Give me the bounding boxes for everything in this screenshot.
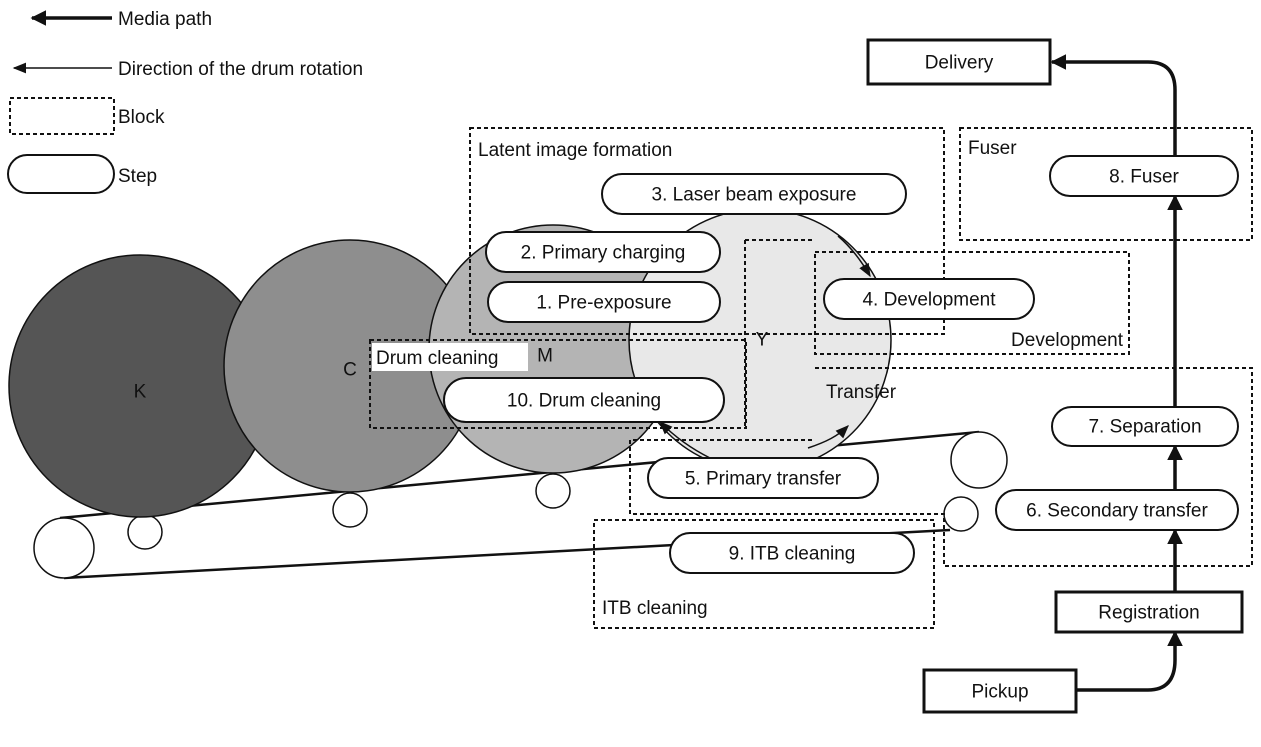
delivery-label: Delivery — [925, 53, 994, 74]
block-fuser — [959, 127, 1253, 241]
block-transfer-label: Transfer — [826, 382, 897, 403]
registration-label: Registration — [1098, 603, 1199, 624]
legend-block-icon — [9, 97, 115, 135]
block-latent-label: Latent image formation — [478, 140, 672, 161]
step-6-label: 6. Secondary transfer — [1026, 501, 1208, 522]
path-fuser-to-delivery-icon — [1050, 54, 1177, 156]
blocks: Latent image formation Fuser Development… — [369, 127, 1253, 629]
block-transfer — [629, 367, 1253, 567]
step-1-pre-exposure — [487, 281, 721, 323]
step-2-label: 2. Primary charging — [521, 243, 686, 264]
step-10-label: 10. Drum cleaning — [507, 391, 661, 412]
legend-step-label: Step — [118, 166, 157, 187]
step-4-development — [823, 278, 1035, 320]
step-10-drum-cleaning — [443, 377, 725, 423]
delivery-box — [866, 38, 1052, 86]
pickup-box — [922, 668, 1078, 714]
path-pickup-to-registration-icon — [1076, 630, 1183, 692]
itb-belt — [33, 430, 1008, 580]
step-8-fuser — [1049, 155, 1239, 197]
step-1-label: 1. Pre-exposure — [536, 293, 671, 314]
media-path — [1050, 54, 1183, 692]
block-development-label: Development — [1011, 330, 1124, 351]
step-4-label: 4. Development — [862, 290, 996, 311]
rotation-arrow-to-development-icon — [837, 235, 871, 278]
primary-roller-c — [332, 492, 368, 528]
block-itb-cleaning — [593, 519, 935, 629]
rotation-arrow-to-drum-cleaning-icon — [659, 421, 711, 459]
step-9-itb-cleaning — [669, 532, 915, 574]
step-8-label: 8. Fuser — [1109, 167, 1179, 188]
legend-block-label: Block — [118, 107, 165, 128]
rotation-arrow-to-transfer-icon — [807, 425, 849, 449]
legend: Media path Direction of the drum rotatio… — [7, 9, 363, 194]
step-3-label: 3. Laser beam exposure — [652, 185, 857, 206]
block-latent-image-formation — [469, 127, 945, 335]
block-drum-cleaning-label-bg — [372, 343, 528, 371]
belt-secondary-roller — [950, 431, 1008, 489]
pickup-label: Pickup — [971, 682, 1028, 703]
step-3-laser-beam-exposure — [601, 173, 907, 215]
step-7-label: 7. Separation — [1088, 417, 1201, 438]
belt-tension-roller — [943, 496, 979, 532]
steps: 3. Laser beam exposure 2. Primary chargi… — [443, 155, 1239, 574]
media-boxes: Delivery Registration Pickup — [866, 38, 1244, 714]
drum-y-label: Y — [756, 330, 769, 351]
registration-box — [1054, 590, 1244, 634]
block-drum-cleaning-label: Drum cleaning — [376, 348, 499, 369]
legend-media-path-label: Media path — [118, 9, 212, 30]
step-2-primary-charging — [485, 231, 721, 273]
belt-drive-roller — [33, 517, 95, 579]
legend-drum-rotation-label: Direction of the drum rotation — [118, 59, 363, 80]
primary-roller-k — [127, 514, 163, 550]
primary-roller-m — [535, 473, 571, 509]
step-5-label: 5. Primary transfer — [685, 469, 842, 490]
drum-c-label: C — [343, 360, 357, 381]
step-9-label: 9. ITB cleaning — [729, 544, 856, 565]
legend-step-icon — [7, 154, 115, 194]
rotation-arrows — [659, 235, 871, 459]
block-development — [814, 251, 1130, 355]
drum-k-label: K — [134, 382, 147, 403]
drum-m-label: M — [537, 346, 553, 367]
step-7-separation — [1051, 406, 1239, 447]
block-fuser-label: Fuser — [968, 138, 1017, 159]
block-drum-cleaning — [369, 339, 747, 429]
step-5-primary-transfer — [647, 457, 879, 499]
step-6-secondary-transfer — [995, 489, 1239, 531]
block-itb-cleaning-label: ITB cleaning — [602, 598, 708, 619]
